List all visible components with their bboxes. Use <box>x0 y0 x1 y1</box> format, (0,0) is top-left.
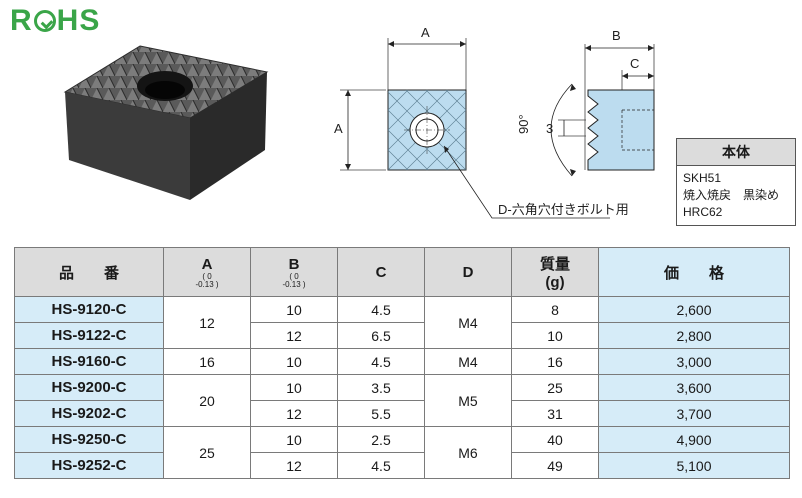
header-a-tol: ( 0 <box>202 271 212 281</box>
cell-a: 16 <box>163 348 251 375</box>
dim-c: C <box>630 56 639 71</box>
header-d: D <box>424 247 512 297</box>
a-tol-upper: 0 <box>207 271 212 281</box>
header-mass-unit: (g) <box>545 274 565 291</box>
cell-c: 6.5 <box>337 322 425 349</box>
header-b: B ( 0 -0.13 ) <box>250 247 338 297</box>
cell-d: M4 <box>424 296 512 349</box>
cell-c: 2.5 <box>337 426 425 453</box>
material-line: HRC62 <box>683 205 723 219</box>
cell-c: 5.5 <box>337 400 425 427</box>
bolt-label: D-六角穴付きボルト用 <box>498 202 629 217</box>
cell-d: M6 <box>424 426 512 479</box>
header-price: 価 格 <box>598 247 790 297</box>
header-b-tol: ( 0 <box>289 271 299 281</box>
table-row: HS-9252-C 12 4.5 49 5,100 <box>14 452 790 479</box>
cell-part-no: HS-9122-C <box>14 322 164 349</box>
cell-price: 2,600 <box>598 296 790 323</box>
a-tol-lower: -0.13 <box>195 279 214 289</box>
cell-d: M4 <box>424 348 512 375</box>
dim-b: B <box>612 28 621 43</box>
dim-3: 3 <box>546 121 553 136</box>
table-row: HS-9250-C 25 10 2.5 M6 40 4,900 <box>14 426 790 479</box>
material-body: SKH51 焼入焼戻 黒染め HRC62 <box>677 166 795 225</box>
header-mass: 質量 (g) <box>511 247 599 297</box>
cell-a: 12 <box>163 296 251 349</box>
dim-angle: 90° <box>516 114 531 134</box>
cell-price: 3,700 <box>598 400 790 427</box>
header-a-label: A <box>201 255 213 273</box>
header-a-tol-lower: -0.13 ) <box>195 279 219 289</box>
material-line: 焼入焼戻 黒染め <box>683 188 780 202</box>
dim-a-top: A <box>421 25 430 40</box>
cell-mass: 49 <box>511 452 599 479</box>
rohs-check-icon <box>33 10 56 32</box>
cell-b: 10 <box>250 348 338 375</box>
cell-a: 20 <box>163 374 251 427</box>
cell-mass: 31 <box>511 400 599 427</box>
cell-price: 3,600 <box>598 374 790 401</box>
cell-price: 2,800 <box>598 322 790 349</box>
cell-b: 10 <box>250 374 338 401</box>
b-tol-lower: -0.13 <box>282 279 301 289</box>
cell-b: 10 <box>250 426 338 453</box>
cell-price: 3,000 <box>598 348 790 375</box>
product-image <box>63 45 269 200</box>
cell-mass: 40 <box>511 426 599 453</box>
cell-a: 25 <box>163 426 251 479</box>
material-line: SKH51 <box>683 171 722 185</box>
header-a: A ( 0 -0.13 ) <box>163 247 251 297</box>
cell-b: 12 <box>250 322 338 349</box>
cell-d: M5 <box>424 374 512 427</box>
table-row: HS-9120-C 12 10 4.5 M4 8 2,600 <box>14 296 790 349</box>
cell-mass: 16 <box>511 348 599 375</box>
cell-mass: 8 <box>511 296 599 323</box>
cell-c: 4.5 <box>337 452 425 479</box>
header-b-tol-lower: -0.13 ) <box>282 279 306 289</box>
cell-mass: 25 <box>511 374 599 401</box>
table-row: HS-9200-C 20 10 3.5 M5 25 3,600 <box>14 374 790 427</box>
cell-part-no: HS-9200-C <box>14 374 164 401</box>
cell-c: 3.5 <box>337 374 425 401</box>
spec-table: 品 番 A ( 0 -0.13 ) B ( 0 -0.13 ) C D 質量 (… <box>14 247 790 479</box>
material-box: 本体 SKH51 焼入焼戻 黒染め HRC62 <box>676 138 796 226</box>
header-c: C <box>337 247 425 297</box>
cell-b: 12 <box>250 400 338 427</box>
header-part-no: 品 番 <box>14 247 164 297</box>
table-header-row: 品 番 A ( 0 -0.13 ) B ( 0 -0.13 ) C D 質量 (… <box>14 247 790 297</box>
cell-b: 12 <box>250 452 338 479</box>
cell-part-no: HS-9250-C <box>14 426 164 453</box>
cell-part-no: HS-9160-C <box>14 348 164 375</box>
technical-drawing: A A D-六角穴付きボルト用 B C 90° 3 <box>334 25 655 219</box>
cell-c: 4.5 <box>337 348 425 375</box>
table-row: HS-9160-C 16 10 4.5 M4 16 3,000 <box>14 348 790 375</box>
table-row: HS-9202-C 12 5.5 31 3,700 <box>14 400 790 427</box>
table-row: HS-9122-C 12 6.5 10 2,800 <box>14 322 790 349</box>
cell-part-no: HS-9202-C <box>14 400 164 427</box>
cell-price: 4,900 <box>598 426 790 453</box>
cell-part-no: HS-9120-C <box>14 296 164 323</box>
cell-mass: 10 <box>511 322 599 349</box>
header-b-label: B <box>288 255 300 273</box>
cell-b: 10 <box>250 296 338 323</box>
material-title: 本体 <box>677 139 795 166</box>
cell-part-no: HS-9252-C <box>14 452 164 479</box>
cell-price: 5,100 <box>598 452 790 479</box>
b-tol-upper: 0 <box>294 271 299 281</box>
header-mass-label: 質量 <box>539 256 570 273</box>
dim-a-side: A <box>334 121 343 136</box>
cell-c: 4.5 <box>337 296 425 323</box>
